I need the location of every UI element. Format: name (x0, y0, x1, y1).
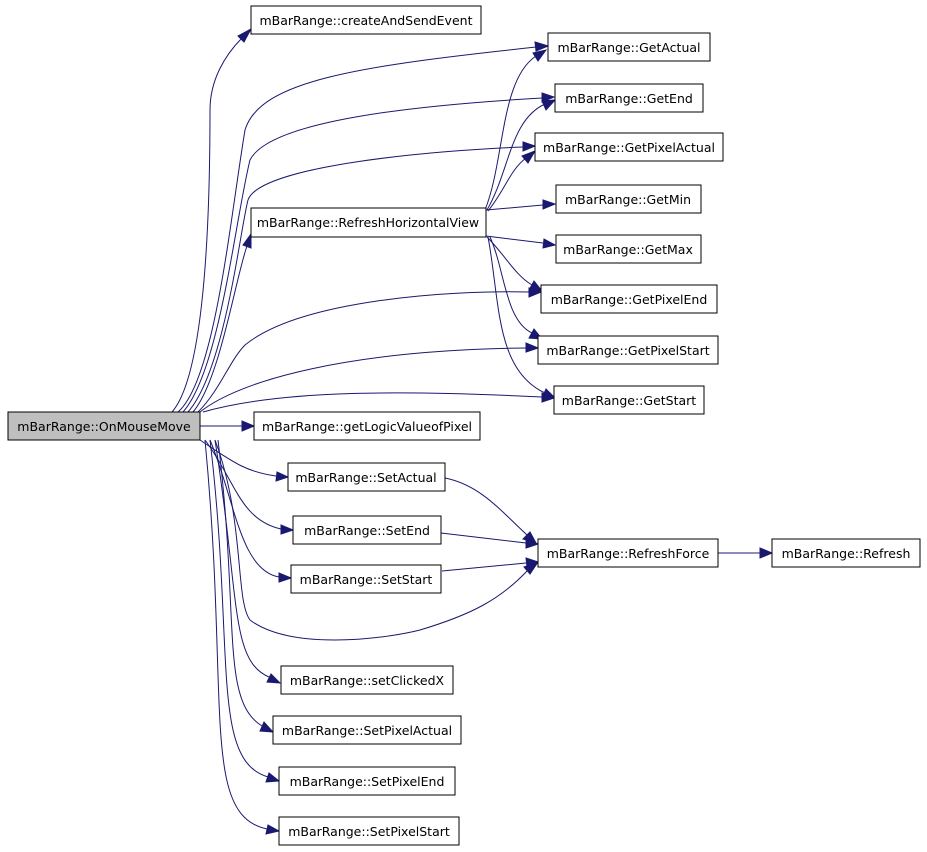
edge-rhv-getend (486, 103, 546, 211)
arrowhead (237, 27, 253, 43)
node-label: mBarRange::SetPixelStart (288, 824, 450, 839)
arrowhead (265, 824, 281, 835)
node-on-mouse-move[interactable]: mBarRange::OnMouseMove (7, 411, 201, 441)
node-label: mBarRange::createAndSendEvent (260, 13, 473, 28)
edge-setstart-refreshforce (441, 562, 527, 572)
node-set-start[interactable]: mBarRange::SetStart (290, 564, 442, 594)
edge-rhv-getactual (484, 55, 537, 211)
node-get-pixel-end[interactable]: mBarRange::GetPixelEnd (540, 284, 718, 314)
edge-rhv-getstart (487, 236, 546, 394)
edge-onmousemove-getpixelend (197, 291, 530, 413)
node-get-actual[interactable]: mBarRange::GetActual (547, 32, 711, 62)
node-get-end[interactable]: mBarRange::GetEnd (554, 83, 704, 113)
node-set-clicked-x[interactable]: mBarRange::setClickedX (280, 665, 454, 695)
arrowhead (278, 572, 293, 583)
arrowhead (542, 238, 557, 249)
node-label: mBarRange::SetActual (295, 470, 436, 485)
node-get-pixel-start[interactable]: mBarRange::GetPixelStart (537, 335, 719, 365)
arrowhead (521, 150, 537, 164)
arrowhead (534, 41, 550, 52)
arrowhead (275, 471, 290, 482)
node-set-pixel-actual[interactable]: mBarRange::SetPixelActual (272, 715, 462, 745)
node-label: mBarRange::SetEnd (304, 523, 430, 538)
node-label: mBarRange::Refresh (782, 546, 911, 561)
edge-onmousemove-setpixelactual (217, 439, 263, 727)
node-refresh-force[interactable]: mBarRange::RefreshForce (537, 538, 719, 568)
node-get-logic-value-of-pixel[interactable]: mBarRange::getLogicValueofPixel (253, 411, 481, 441)
node-set-end[interactable]: mBarRange::SetEnd (292, 515, 442, 545)
edge-onmousemove-createandsendevent (171, 37, 243, 413)
edge-rhv-getpixelactual (487, 157, 527, 212)
arrowhead (242, 232, 252, 249)
edge-onmousemove-setclickedx (214, 439, 270, 678)
arrowhead (525, 342, 540, 353)
node-refresh-horizontal-view[interactable]: mBarRange::RefreshHorizontalView (250, 207, 487, 238)
arrowhead (541, 388, 557, 399)
nodes: mBarRange::OnMouseMove mBarRange::create… (7, 5, 921, 846)
node-label: mBarRange::GetPixelStart (546, 343, 709, 358)
arrowhead (266, 673, 282, 684)
node-label: mBarRange::SetStart (300, 572, 433, 587)
node-label: mBarRange::GetMin (565, 192, 691, 207)
node-label: mBarRange::GetPixelActual (543, 140, 715, 155)
node-label: mBarRange::SetPixelActual (282, 723, 452, 738)
arrowhead (259, 721, 275, 733)
arrowhead (542, 199, 557, 210)
arrowhead (759, 547, 774, 559)
node-label: mBarRange::GetActual (557, 40, 700, 55)
edge-rhv-getmin (485, 204, 544, 211)
edge-onmousemove-refreshforce (214, 439, 529, 641)
edge-onmousemove-setpixelstart (204, 439, 268, 830)
node-create-and-send-event[interactable]: mBarRange::createAndSendEvent (250, 5, 482, 35)
arrowhead (522, 141, 537, 152)
node-get-min[interactable]: mBarRange::GetMin (555, 184, 702, 214)
edge-onmousemove-getactual (177, 46, 537, 413)
node-set-pixel-start[interactable]: mBarRange::SetPixelStart (278, 816, 460, 846)
node-label: mBarRange::GetStart (562, 393, 697, 408)
edge-onmousemove-setactual (199, 439, 277, 477)
edge-onmousemove-getend (182, 97, 543, 413)
edge-onmousemove-setend (204, 439, 282, 530)
arrowhead (265, 772, 281, 783)
node-label: mBarRange::getLogicValueofPixel (262, 419, 472, 434)
node-refresh[interactable]: mBarRange::Refresh (771, 538, 921, 568)
edge-onmousemove-getstart (202, 392, 543, 413)
node-get-pixel-actual[interactable]: mBarRange::GetPixelActual (534, 132, 724, 162)
arrowhead (541, 99, 557, 111)
edge-onmousemove-getpixelactual (187, 146, 524, 413)
arrowhead (280, 524, 295, 535)
node-label: mBarRange::GetPixelEnd (551, 292, 708, 307)
node-label: mBarRange::OnMouseMove (17, 419, 191, 434)
edge-rhv-getpixelstart (489, 236, 533, 334)
node-get-start[interactable]: mBarRange::GetStart (553, 385, 705, 415)
node-label: mBarRange::SetPixelEnd (290, 774, 445, 789)
edge-onmousemove-getpixelstart (199, 347, 527, 413)
node-set-pixel-end[interactable]: mBarRange::SetPixelEnd (278, 766, 456, 796)
node-label: mBarRange::RefreshForce (547, 546, 710, 561)
arrowhead (525, 538, 540, 549)
node-label: mBarRange::setClickedX (290, 673, 445, 688)
edge-setactual-refreshforce (444, 477, 528, 536)
edges (171, 27, 774, 835)
arrowhead (541, 92, 556, 103)
edge-setend-refreshforce (440, 532, 527, 544)
edge-onmousemove-refreshhorizontalview (192, 245, 248, 413)
arrowhead (528, 280, 544, 292)
edge-rhv-getmax (485, 235, 544, 244)
node-set-actual[interactable]: mBarRange::SetActual (287, 462, 446, 492)
node-label: mBarRange::RefreshHorizontalView (257, 215, 479, 230)
arrowhead (241, 420, 256, 432)
node-label: mBarRange::GetEnd (565, 91, 693, 106)
node-get-max[interactable]: mBarRange::GetMax (555, 234, 702, 264)
node-label: mBarRange::GetMax (563, 242, 693, 257)
arrowhead (532, 49, 548, 62)
edge-onmousemove-setpixelend (209, 439, 269, 778)
arrowhead (525, 557, 540, 568)
